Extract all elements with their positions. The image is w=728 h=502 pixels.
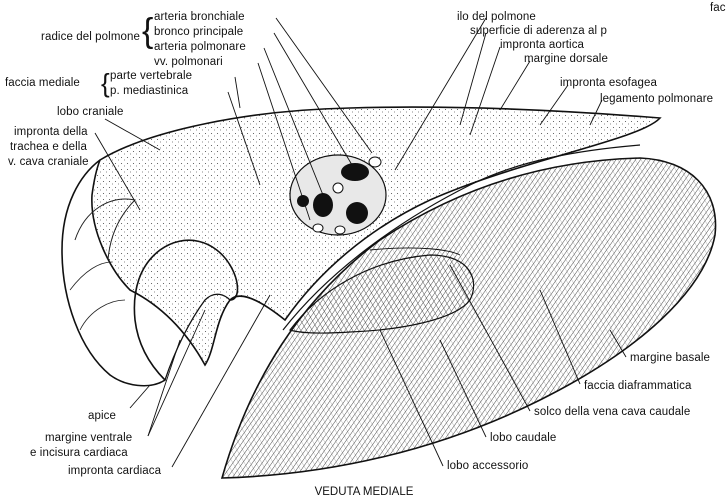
radice-item-2: bronco principale (154, 26, 243, 39)
label-margine-basale: margine basale (630, 352, 710, 365)
hilum (290, 155, 386, 235)
label-impronta-trachea-2: trachea e della (10, 141, 87, 154)
label-superficie: superficie di aderenza al p (470, 25, 607, 38)
radice-brace: { (142, 14, 153, 48)
label-impronta-aortica: impronta aortica (500, 39, 584, 52)
label-margine-ventrale-1: margine ventrale (45, 432, 132, 445)
label-margine-ventrale-2: e incisura cardiaca (30, 447, 128, 460)
radice-title: radice del polmone (10, 31, 140, 44)
label-legamento: legamento polmonare (600, 93, 713, 106)
label-ilo: ilo del polmone (457, 11, 536, 24)
label-corner-fragment: fac (710, 2, 726, 15)
label-impronta-cardiaca: impronta cardiaca (68, 465, 161, 478)
label-solco: solco della vena cava caudale (534, 406, 690, 419)
faccia-mediale-brace: { (101, 70, 110, 96)
faccia-mediale-item-1: parte vertebrale (110, 70, 192, 83)
faccia-mediale-item-2: p. mediastinica (110, 85, 188, 98)
radice-item-1: arteria bronchiale (154, 11, 245, 24)
label-lobo-accessorio: lobo accessorio (447, 460, 528, 473)
label-impronta-trachea-1: impronta della (14, 126, 88, 139)
label-lobo-caudale: lobo caudale (490, 432, 556, 445)
label-impronta-esofagea: impronta esofagea (560, 77, 657, 90)
label-impronta-trachea-3: v. cava craniale (8, 156, 89, 169)
radice-item-3: arteria polmonare (154, 41, 246, 54)
label-apice: apice (88, 410, 116, 423)
label-lobo-craniale: lobo craniale (57, 106, 124, 119)
label-faccia-diaframmatica: faccia diaframmatica (584, 380, 691, 393)
radice-item-4: vv. polmonari (154, 56, 223, 69)
figure-caption: VEDUTA MEDIALE (0, 486, 728, 498)
faccia-mediale-title: faccia mediale (5, 77, 80, 90)
label-margine-dorsale: margine dorsale (524, 53, 608, 66)
